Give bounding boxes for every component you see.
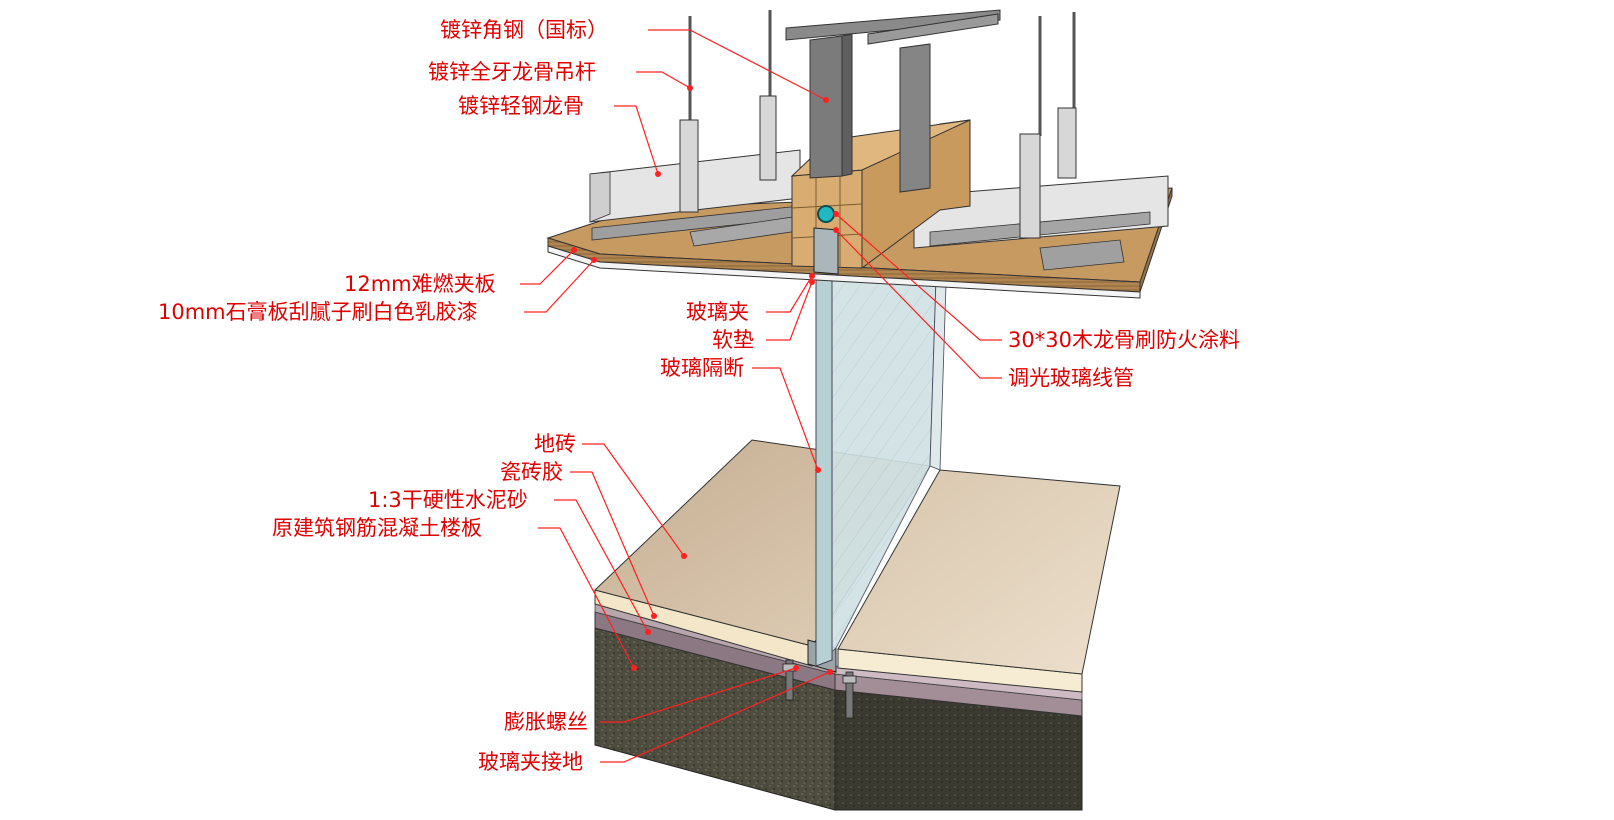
label-floor-tile: 地砖 — [534, 432, 576, 456]
glass-clip-top — [813, 227, 839, 275]
label-anchor-bolt: 膨胀螺丝 — [504, 710, 588, 734]
angle-steel — [785, 9, 1001, 193]
hanger-rods — [688, 10, 1076, 136]
leader-lines — [520, 29, 1002, 763]
gypsum-edge — [547, 245, 1141, 299]
label-gypsum: 10mm石膏板刮腻子刷白色乳胶漆 — [158, 300, 478, 324]
label-wood-keel: 30*30木龙骨刷防火涂料 — [1008, 328, 1240, 352]
label-light-keel: 镀锌轻钢龙骨 — [458, 94, 584, 118]
anchor-bolt-right — [842, 671, 857, 719]
glass-partition-panel — [815, 265, 947, 668]
label-glass-clip-floor: 玻璃夹接地 — [478, 750, 583, 774]
label-angle-steel: 镀锌角钢（国标） — [440, 18, 608, 42]
floor-assembly — [594, 439, 1121, 811]
conduit-pipe — [817, 205, 835, 223]
hanger-brackets — [679, 95, 1077, 239]
label-slab: 原建筑钢筋混凝土楼板 — [272, 516, 482, 540]
label-hanger-rod: 镀锌全牙龙骨吊杆 — [428, 60, 596, 84]
label-glass-partition: 玻璃隔断 — [660, 356, 744, 380]
floor-tile-right — [837, 469, 1121, 675]
label-glass-clip: 玻璃夹 — [686, 300, 749, 324]
label-mortar: 1:3干硬性水泥砂 — [368, 488, 528, 512]
label-conduit: 调光玻璃线管 — [1008, 366, 1134, 390]
label-tile-adhesive: 瓷砖胶 — [500, 460, 563, 484]
label-plywood: 12mm难燃夹板 — [344, 272, 496, 296]
leader-arrowheads — [571, 85, 839, 675]
label-soft-pad: 软垫 — [712, 328, 754, 352]
